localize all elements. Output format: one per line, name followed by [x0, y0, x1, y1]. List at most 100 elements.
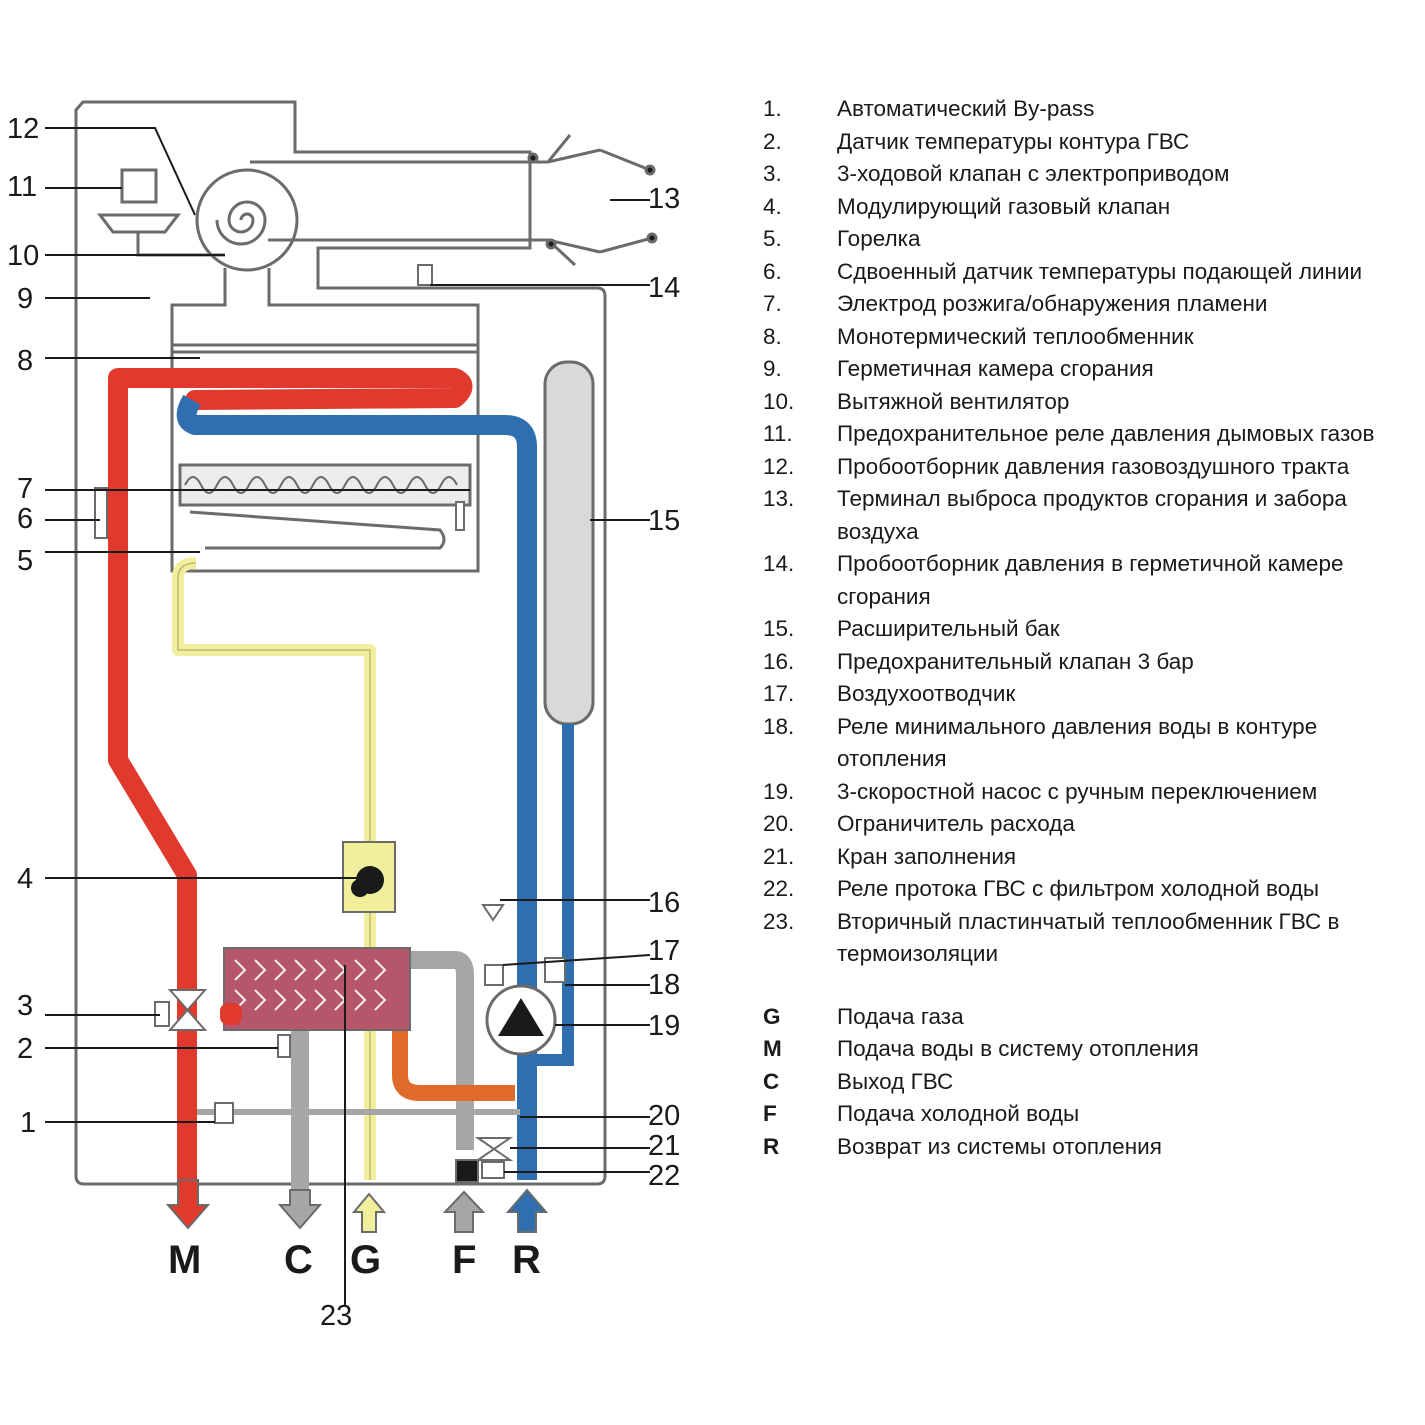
legend-item-number: 6. — [763, 258, 782, 284]
callout-11: 11 — [7, 171, 37, 203]
legend-item-number: 18. — [763, 713, 795, 739]
pump — [485, 984, 557, 1056]
gas-pipe-outline — [177, 562, 371, 1180]
secondary-heat-exchanger — [223, 947, 411, 1031]
legend-item: 5.Горелка — [763, 223, 1425, 256]
legend-item-number: 9. — [763, 356, 782, 381]
legend-item-text: Монотермический теплообменник — [837, 323, 1194, 349]
legend-item-number: 11. — [763, 421, 793, 446]
legend-item-text: Сдвоенный датчик температуры подающей ли… — [837, 258, 1363, 284]
legend-item-text: Герметичная камера сгорания — [837, 356, 1154, 381]
legend-item-text: Модулирующий газовый клапан — [837, 193, 1171, 219]
burner — [178, 463, 472, 550]
legend-key-letter: R — [763, 1133, 780, 1159]
leader-lines — [45, 127, 651, 1305]
tank-line — [527, 724, 574, 1066]
legend-item: 21. Кран заполнения — [763, 841, 1425, 874]
legend-item-number: 14. — [763, 551, 795, 576]
legend-item-text: Пробоотборник давления газовоздушного тр… — [837, 453, 1350, 479]
small-components — [94, 264, 566, 1183]
legend-items: 1. Автоматический By-pass 2.Датчик темпера… — [763, 93, 1425, 971]
legend-item-text: 3-ходовой клапан с электроприводом — [837, 161, 1230, 186]
callout-19: 19 — [648, 1010, 680, 1042]
port-arrows — [165, 1179, 549, 1233]
legend-item-number: 19. — [763, 778, 795, 804]
heat-exchanger-return-pipe — [176, 394, 537, 1180]
legend-key-letter: M — [763, 1036, 782, 1061]
legend-item: 8.Монотермический теплообменник — [763, 321, 1425, 354]
legend-item: 17.Воздухоотводчик — [763, 678, 1425, 711]
three-way-valve — [154, 989, 242, 1031]
legend-item: 20. Ограничитель расхода — [763, 808, 1425, 841]
callout-18: 18 — [648, 969, 680, 1001]
legend-item-text: Расширительный бак — [837, 616, 1060, 641]
callout-3: 3 — [17, 990, 33, 1022]
legend-gap — [763, 971, 1425, 1001]
port-c: C — [284, 1238, 313, 1282]
legend-item: 3. 3-ходовой клапан с электроприводом — [763, 158, 1425, 191]
legend-item-text: Кран заполнения — [837, 843, 1017, 869]
callout-14: 14 — [648, 272, 680, 304]
legend-item-number: 20. — [763, 811, 795, 836]
legend-item-number: 3. — [763, 161, 782, 186]
callout-20: 20 — [648, 1100, 680, 1132]
dhw-loop-pipe — [395, 951, 474, 1150]
legend-item-text: Вторичный пластинчатый теплообменник ГВС… — [837, 908, 1340, 967]
gas-pipe — [172, 557, 376, 1180]
combustion-chamber — [170, 343, 480, 573]
legend-item: 16.Предохранительный клапан 3 бар — [763, 646, 1425, 679]
legend-item-text: Автоматический By-pass — [837, 96, 1095, 121]
callout-13: 13 — [648, 183, 680, 215]
burner-coil — [184, 476, 458, 494]
legend-key-text: Возврат из системы отопления — [837, 1133, 1162, 1159]
legend-item: 2.Датчик температуры контура ГВС — [763, 126, 1425, 159]
legend-item: 13.Терминал выброса продуктов сгорания и… — [763, 483, 1425, 548]
legend-item-text: Реле минимального давления воды в контур… — [837, 713, 1318, 772]
callout-23: 23 — [320, 1300, 352, 1332]
legend-item: 9. Герметичная камера сгорания — [763, 353, 1425, 386]
exhaust-fan — [170, 168, 480, 345]
arrow-f — [442, 1190, 486, 1233]
port-m: M — [168, 1238, 201, 1282]
callout-17: 17 — [648, 935, 680, 967]
legend-item-number: 13. — [763, 486, 795, 511]
callout-22: 22 — [648, 1160, 680, 1192]
callout-labels: 12 11 10 9 8 7 6 5 4 3 2 1 13 14 15 16 1… — [7, 113, 680, 1332]
callout-1: 1 — [20, 1107, 36, 1139]
callout-8: 8 — [17, 345, 33, 377]
legend-item: 1. Автоматический By-pass — [763, 93, 1425, 126]
callout-2: 2 — [17, 1033, 33, 1065]
legend: 1. Автоматический By-pass 2.Датчик темпера… — [763, 93, 1425, 1163]
legend-item: 23. Вторичный пластинчатый теплообменник … — [763, 906, 1425, 971]
legend-item-number: 12. — [763, 453, 795, 479]
legend-item-text: Реле протока ГВС с фильтром холодной вод… — [837, 876, 1320, 901]
port-letters: M C G F R — [168, 1238, 541, 1282]
legend-item: 11.Предохранительное реле давления дымов… — [763, 418, 1425, 451]
legend-item: 4.Модулирующий газовый клапан — [763, 191, 1425, 224]
legend-item-text: Ограничитель расхода — [837, 811, 1075, 836]
heating-supply-pipe — [108, 368, 473, 1190]
legend-item-number: 23. — [763, 908, 795, 934]
boiler-casing — [74, 100, 607, 1186]
callout-12: 12 — [7, 113, 39, 145]
callout-6: 6 — [17, 503, 33, 535]
legend-item-text: Датчик температуры контура ГВС — [837, 128, 1190, 154]
legend-item: 22.Реле протока ГВС с фильтром холодной … — [763, 873, 1425, 906]
legend-item: 10.Вытяжной вентилятор — [763, 386, 1425, 419]
legend-key-letter: G — [763, 1003, 781, 1029]
legend-item: 18. Реле минимального давления воды в кон… — [763, 711, 1425, 776]
legend-item-number: 1. — [763, 96, 782, 121]
port-g: G — [350, 1238, 381, 1282]
legend-item-text: Предохранительный клапан 3 бар — [837, 648, 1194, 674]
legend-item-number: 5. — [763, 226, 782, 251]
legend-key-text: Выход ГВС — [837, 1068, 954, 1094]
port-f: F — [452, 1238, 476, 1282]
legend-item-number: 21. — [763, 843, 795, 869]
callout-9: 9 — [17, 283, 33, 315]
boiler-diagram: 12 11 10 9 8 7 6 5 4 3 2 1 13 14 15 16 1… — [7, 100, 680, 1332]
legend-item-number: 15. — [763, 616, 795, 641]
